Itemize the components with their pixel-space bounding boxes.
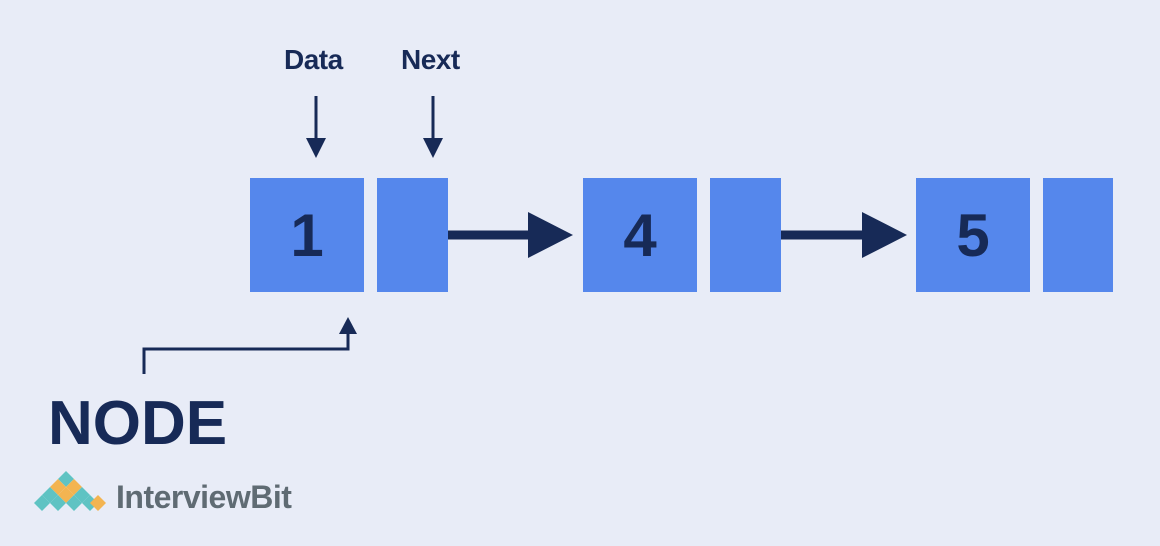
data-cell-3 xyxy=(916,178,1030,292)
data-field-label: Data xyxy=(284,44,343,75)
node-value-2: 4 xyxy=(623,202,657,269)
list-node-2: 4 xyxy=(583,178,781,292)
next-field-label: Next xyxy=(401,44,460,75)
list-node-3: 5 xyxy=(916,178,1113,292)
data-pointer-arrow xyxy=(306,96,326,158)
node-value-1: 1 xyxy=(290,202,323,269)
link-arrow-1-to-4 xyxy=(448,212,573,258)
list-node-1: 1 xyxy=(250,178,448,292)
node-title: NODE xyxy=(48,389,228,458)
node-connector-arrow xyxy=(142,317,357,374)
next-cell-3 xyxy=(1043,178,1113,292)
data-cell-2 xyxy=(583,178,697,292)
interviewbit-logo-icon xyxy=(34,471,106,511)
next-pointer-arrow xyxy=(423,96,443,158)
next-cell-1 xyxy=(377,178,448,292)
next-cell-2 xyxy=(710,178,781,292)
node-value-3: 5 xyxy=(956,202,989,269)
data-cell-1 xyxy=(250,178,364,292)
link-arrow-4-to-5 xyxy=(781,212,907,258)
brand-name: InterviewBit xyxy=(116,479,292,515)
